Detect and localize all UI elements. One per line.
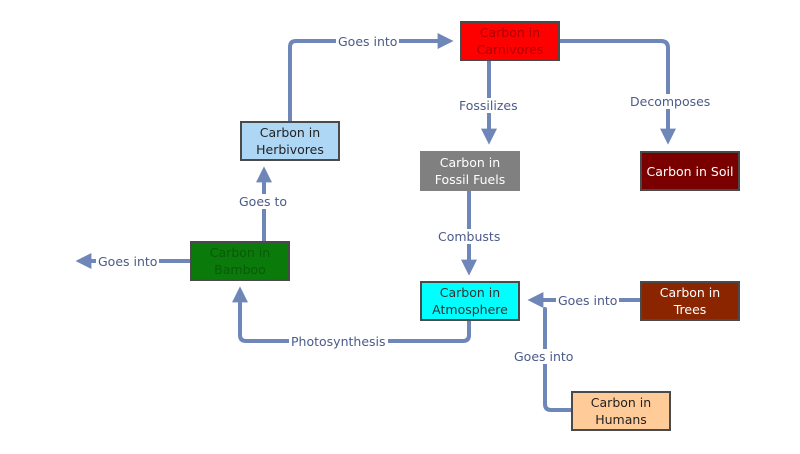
edge-carnivores-to-soil [558,39,676,145]
edge-herbivores-to-carnivores [288,33,454,123]
node-label: Carbon in Trees [659,285,721,317]
node-label: Carbon in Bamboo [209,245,271,277]
node-carbon-in-bamboo: Carbon in Bamboo [190,241,290,281]
node-carbon-in-herbivores: Carbon in Herbivores [240,121,340,161]
node-label: Carbon in Carnivores [476,25,544,57]
edge-label-decomposes: Decomposes [628,94,713,109]
node-carbon-in-carnivores: Carbon in Carnivores [460,21,560,61]
node-label: Carbon in Fossil Fuels [434,155,506,187]
node-carbon-in-humans: Carbon in Humans [571,391,671,431]
edge-label-goes-into-carnivores: Goes into [336,34,400,49]
node-carbon-in-soil: Carbon in Soil [640,151,740,191]
edge-label-photosynthesis: Photosynthesis [289,334,388,349]
node-label: Carbon in Humans [590,395,652,427]
node-label: Carbon in Atmosphere [432,285,508,317]
edge-label-combusts: Combusts [436,229,503,244]
node-carbon-in-atmosphere: Carbon in Atmosphere [420,281,520,321]
edge-label-goes-into-trees: Goes into [556,293,620,308]
edge-label-goes-to: Goes to [237,194,290,209]
edge-humans-to-atmosphere [543,307,573,412]
edge-label-fossilizes: Fossilizes [457,98,520,113]
node-carbon-in-trees: Carbon in Trees [640,281,740,321]
node-carbon-in-fossil-fuels: Carbon in Fossil Fuels [420,151,520,191]
node-label: Carbon in Herbivores [256,125,324,157]
edge-label-goes-into-left: Goes into [96,254,160,269]
node-label: Carbon in Soil [646,163,734,179]
edge-label-goes-into-humans: Goes into [512,349,576,364]
